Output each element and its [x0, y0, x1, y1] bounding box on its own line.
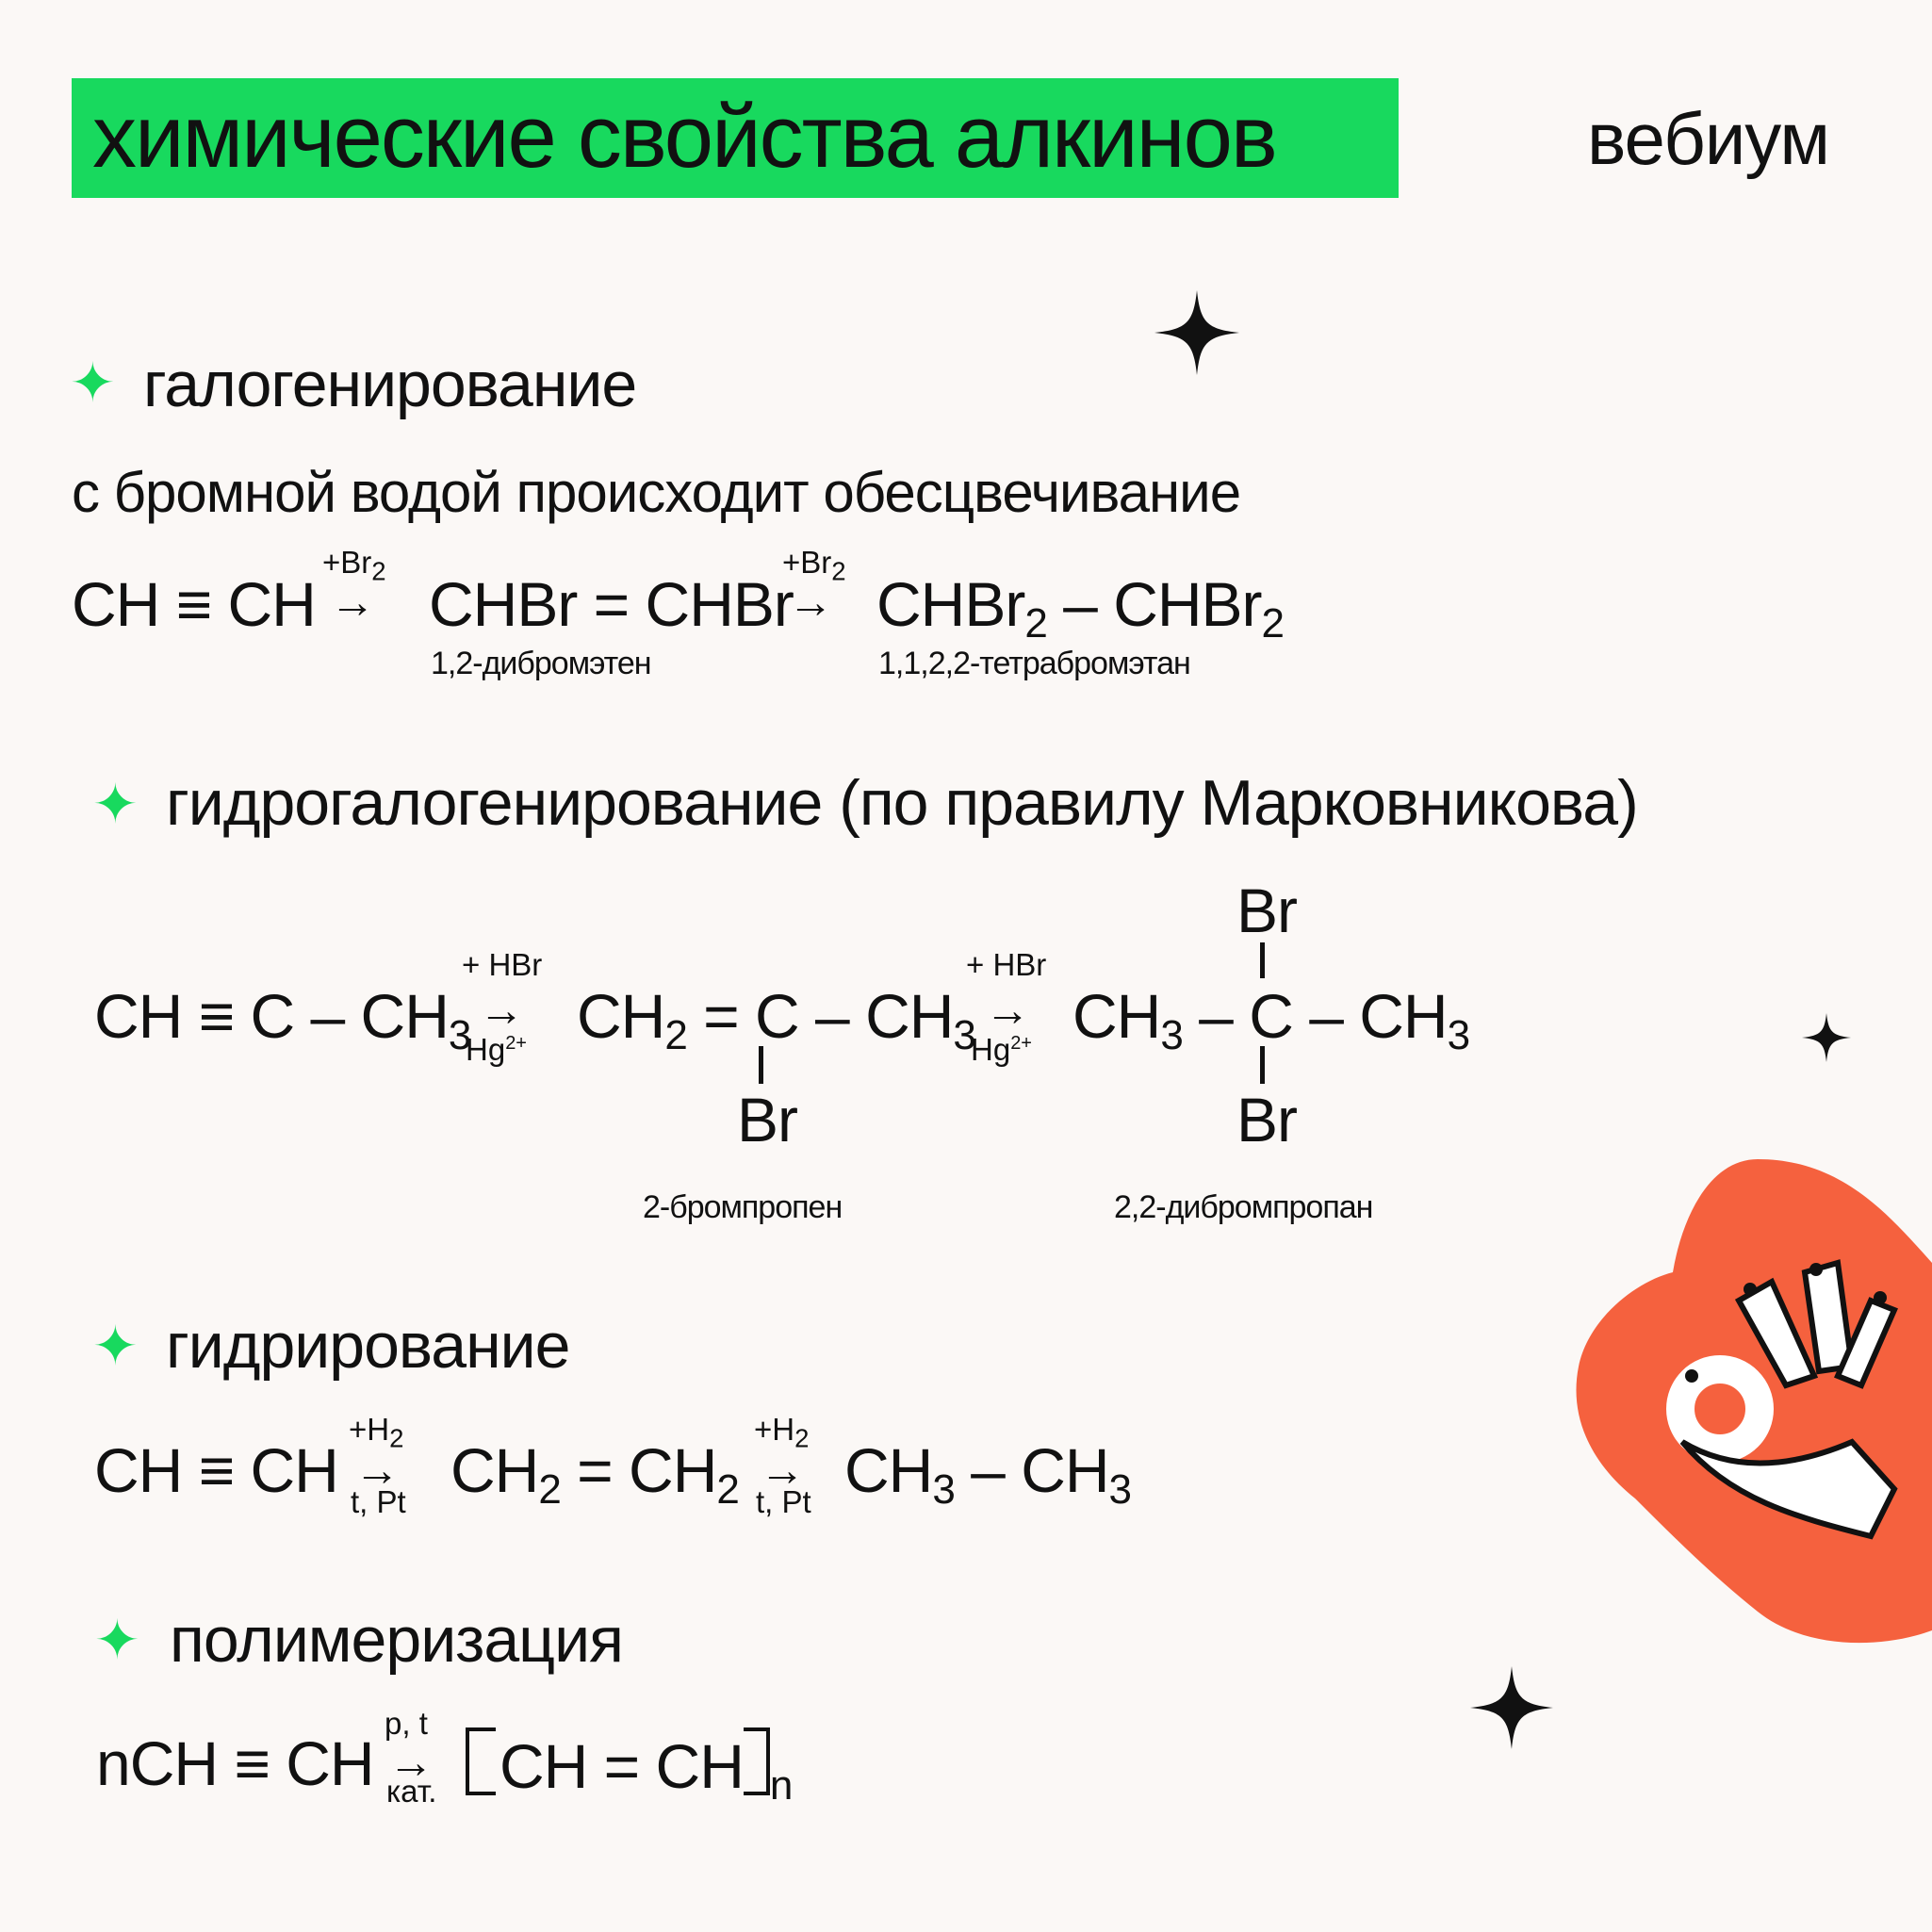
name-bromopropene: 2-бромпропен [643, 1189, 843, 1225]
reactant-propyne: CH ≡ C – CH3 [94, 981, 471, 1058]
halogenation-note: с бромной водой происходит обесцвечивани… [72, 461, 1241, 524]
substituent-br: Br [737, 1085, 798, 1154]
reaction-arrow: → [788, 578, 833, 628]
vertical-bond [759, 1046, 763, 1084]
vertical-bond [1260, 942, 1265, 978]
reagent-h2: +H2 [349, 1412, 404, 1453]
product-bromopropene: CH2 = C – CH3 [577, 981, 976, 1058]
product-ethane: CH3 – CH3 [844, 1435, 1132, 1513]
section-heading-hydrogenation: гидрирование [166, 1310, 570, 1382]
product-tetrabromoethane: CHBr2 – CHBr2 [876, 569, 1285, 647]
reaction-arrow: → [479, 986, 524, 1036]
catalyst-hg: Hg2+ [466, 1032, 527, 1067]
sparkle-green-icon: ✦ [92, 1316, 139, 1377]
reaction-arrow: → [760, 1446, 805, 1496]
name-dibromoethene: 1,2-дибромэтен [431, 646, 652, 681]
reagent-h2: +H2 [754, 1412, 810, 1453]
section-heading-hydrohalogenation: гидрогалогенирование (по правилу Марковн… [166, 767, 1639, 839]
vertical-bond [1260, 1046, 1265, 1084]
reagent-hbr: + HBr [966, 947, 1047, 982]
brand-logo: вебиум [1587, 97, 1830, 180]
reagent-br2: +Br2 [322, 545, 386, 586]
reagent-br2: +Br2 [782, 545, 846, 586]
reactant-acetylene: CH ≡ CH [94, 1435, 339, 1505]
sparkle-icon [1470, 1666, 1553, 1749]
substituent-br-top: Br [1236, 876, 1298, 945]
page-title: химические свойства алкинов [92, 87, 1278, 186]
reaction-arrow: → [388, 1738, 434, 1788]
reactant-acetylene: nCH ≡ CH [96, 1728, 375, 1798]
sparkle-green-icon: ✦ [70, 352, 116, 414]
condition-t-pt: t, Pt [756, 1484, 811, 1519]
product-dibromoethene: CHBr = CHBr [429, 569, 794, 639]
condition-p-t: p, t [385, 1706, 428, 1741]
condition-catalyst: кат. [386, 1774, 437, 1809]
section-heading-halogenation: галогенирование [143, 349, 637, 420]
product-ethene: CH2 = CH2 [450, 1435, 740, 1513]
title-banner [72, 78, 1399, 198]
sparkle-green-icon: ✦ [92, 774, 139, 835]
sparkle-icon [1802, 1013, 1851, 1062]
condition-t-pt: t, Pt [351, 1484, 406, 1519]
reactant-acetylene: CH ≡ CH [72, 569, 317, 639]
reaction-arrow: → [330, 578, 375, 628]
name-dibromopropane: 2,2-дибромпропан [1114, 1189, 1373, 1225]
name-tetrabromoethane: 1,1,2,2-тетрабромэтан [878, 646, 1191, 681]
catalyst-hg: Hg2+ [971, 1032, 1032, 1067]
reagent-hbr: + HBr [462, 947, 543, 982]
substituent-br-bottom: Br [1236, 1085, 1298, 1154]
reaction-arrow: → [985, 986, 1030, 1036]
sparkle-icon [1154, 290, 1239, 375]
sparkle-green-icon: ✦ [94, 1610, 140, 1671]
section-heading-polymerization: полимеризация [170, 1604, 624, 1676]
reaction-arrow: → [354, 1446, 400, 1496]
ok-hand-illustration [1569, 1159, 1932, 1649]
product-dibromopropane: CH3 – C – CH3 [1072, 981, 1470, 1058]
